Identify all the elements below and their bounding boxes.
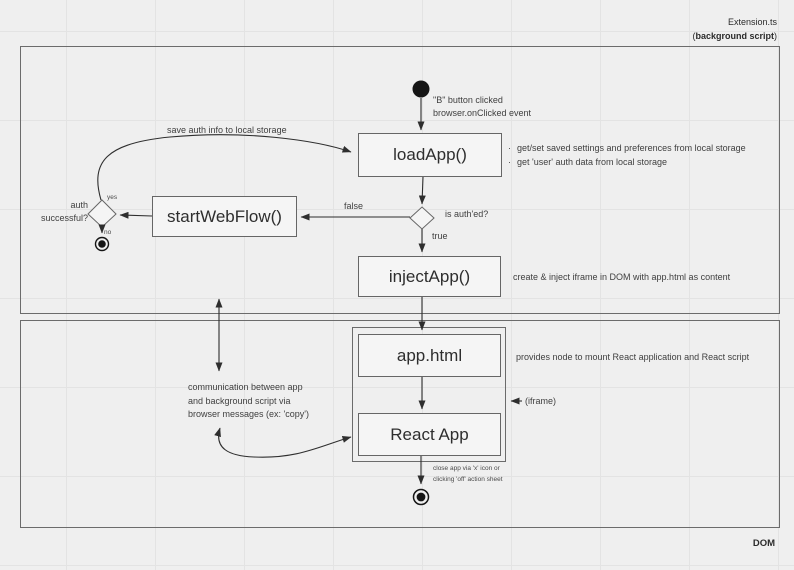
communication-note-line2: and background script via <box>188 395 291 406</box>
node-react-app: React App <box>358 413 501 456</box>
communication-note-line1: communication between app <box>188 382 303 392</box>
iframe-group-box <box>352 327 506 462</box>
node-load-app-label: loadApp() <box>393 145 467 164</box>
no-label: no <box>104 229 112 236</box>
load-app-note-1-text: get/set saved settings and preferences f… <box>517 143 746 153</box>
paren-close: ) <box>774 31 777 41</box>
iframe-label: (iframe) <box>525 396 556 406</box>
node-inject-app: injectApp() <box>358 256 501 297</box>
load-app-note-2-text: get 'user' auth data from local storage <box>517 157 668 167</box>
communication-note-line3: browser messages (ex: 'copy') <box>188 409 309 419</box>
auth-successful-line1: auth <box>70 200 88 210</box>
node-app-html: app.html <box>358 334 501 377</box>
file-title: Extension.ts <box>727 17 777 27</box>
background-script-container <box>20 46 780 314</box>
load-app-notes: · get/set saved settings and preferences… <box>508 141 746 169</box>
node-load-app: loadApp() <box>358 133 502 177</box>
load-app-note-1: · get/set saved settings and preferences… <box>508 141 746 155</box>
save-auth-label: save auth info to local storage <box>167 125 287 135</box>
background-script-title: (background script) <box>692 29 777 43</box>
close-note-line1: close app via 'x' icon or <box>433 465 500 472</box>
node-start-web-flow-label: startWebFlow() <box>167 206 282 226</box>
start-event-note-line2: browser.onClicked event <box>433 108 532 118</box>
close-note: close app via 'x' icon or clicking 'off'… <box>433 464 503 485</box>
communication-note: communication between app and background… <box>188 381 309 422</box>
start-event-note-line1: "B" button clicked <box>433 95 503 105</box>
yes-label: yes <box>107 194 118 201</box>
auth-successful-label: auth successful? <box>41 199 88 225</box>
close-note-line2: clicking 'off' action sheet <box>433 475 503 483</box>
inject-note: create & inject iframe in DOM with app.h… <box>513 272 731 282</box>
provides-note: provides node to mount React application… <box>516 352 750 362</box>
true-label: true <box>432 231 448 241</box>
dom-label: DOM <box>752 538 775 549</box>
node-app-html-label: app.html <box>396 345 463 365</box>
paren-open: ( <box>692 31 696 41</box>
node-inject-app-label: injectApp() <box>388 266 471 286</box>
node-start-web-flow: startWebFlow() <box>152 196 297 237</box>
bullet-icon: · <box>508 143 511 153</box>
node-react-app-label: React App <box>390 424 469 444</box>
load-app-note-2: · get 'user' auth data from local storag… <box>508 155 746 169</box>
background-script-title-bold: background script <box>695 31 774 41</box>
start-event-note: "B" button clicked browser.onClicked eve… <box>433 94 531 120</box>
dom-container <box>20 320 780 528</box>
auth-successful-line2: successful? <box>40 213 88 223</box>
is-authed-label: is auth'ed? <box>445 209 489 219</box>
bullet-icon: · <box>508 157 511 167</box>
false-label: false <box>344 201 364 211</box>
